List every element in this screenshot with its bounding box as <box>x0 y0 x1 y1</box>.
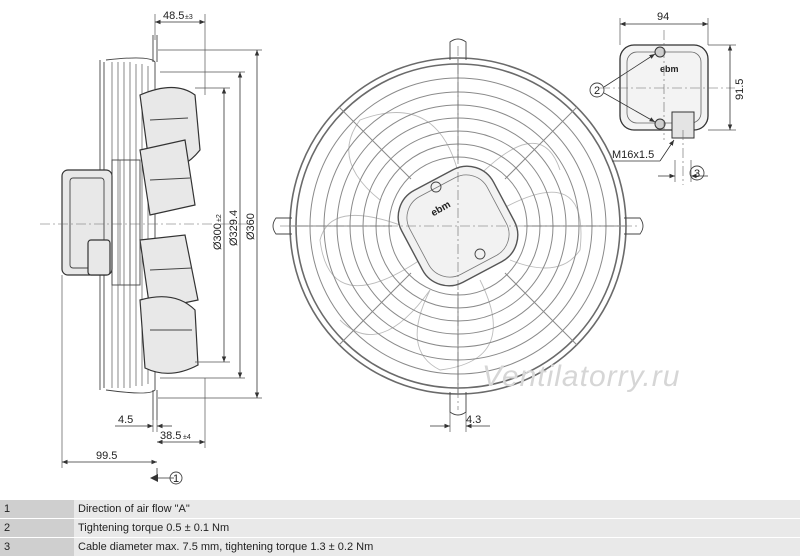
box-screw-top-icon <box>654 46 666 58</box>
callout-2: 2 <box>594 85 600 97</box>
callout-circle-2 <box>589 82 605 98</box>
callout-3: 3 <box>694 168 700 180</box>
legend-num: 3 <box>0 537 74 557</box>
dim-box-width: 94 <box>657 11 669 23</box>
dim-lug-width: 4.3 <box>466 414 481 426</box>
dim-rim-width: 4.5 <box>118 414 133 426</box>
terminal-box-view: ebm 94 91.5 2 M16x1.5 3 <box>589 11 746 185</box>
callout-1: 1 <box>173 473 179 485</box>
box-logo: ebm <box>660 64 679 74</box>
dim-guard-depth: 38.5 <box>160 430 181 442</box>
dim-dia-300-tol: ±2 <box>216 214 223 222</box>
legend-table: 1 Direction of air flow "A" 2 Tightening… <box>0 500 800 557</box>
hub-screw-top-icon <box>430 181 442 193</box>
dim-dia-360: Ø360 <box>245 213 257 240</box>
legend-row: 2 Tightening torque 0.5 ± 0.1 Nm <box>0 518 800 538</box>
technical-drawing: 48.5 ±3 Ø300 ±2 Ø329.4 Ø360 4.5 <box>40 10 746 485</box>
dim-dia-300: Ø300 <box>212 223 224 250</box>
legend-num: 2 <box>0 518 74 538</box>
front-view: ebm 4.3 <box>272 38 644 432</box>
legend-num: 1 <box>0 500 74 519</box>
hub-screw-bottom-icon <box>474 248 486 260</box>
dim-shaft-offset: 48.5 <box>163 10 184 22</box>
box-screw-bottom-icon <box>654 118 666 130</box>
front-blades <box>319 112 582 371</box>
dim-dia-329: Ø329.4 <box>228 210 240 246</box>
side-view: 48.5 ±3 Ø300 ±2 Ø329.4 Ø360 4.5 <box>40 10 262 485</box>
dim-shaft-offset-tol: ±3 <box>185 14 193 21</box>
legend-text: Tightening torque 0.5 ± 0.1 Nm <box>74 518 800 538</box>
front-dimension-lug: 4.3 <box>430 412 490 432</box>
side-motor <box>61 159 141 286</box>
legend-row: 3 Cable diameter max. 7.5 mm, tightening… <box>0 537 800 557</box>
gland-label: M16x1.5 <box>612 149 654 161</box>
callout-circle-3 <box>689 165 705 181</box>
dim-overall-depth: 99.5 <box>96 450 117 462</box>
side-dimensions: 48.5 ±3 Ø300 ±2 Ø329.4 Ø360 4.5 <box>61 10 262 485</box>
legend-text: Direction of air flow "A" <box>74 500 800 519</box>
dim-guard-depth-tol: ±4 <box>183 434 191 441</box>
callout-circle-1 <box>169 471 183 485</box>
legend-row: 1 Direction of air flow "A" <box>0 500 800 519</box>
side-blades <box>139 86 201 374</box>
dim-box-height: 91.5 <box>734 79 746 100</box>
watermark: Ventilatorry.ru <box>482 360 680 393</box>
legend-text: Cable diameter max. 7.5 mm, tightening t… <box>74 537 800 557</box>
